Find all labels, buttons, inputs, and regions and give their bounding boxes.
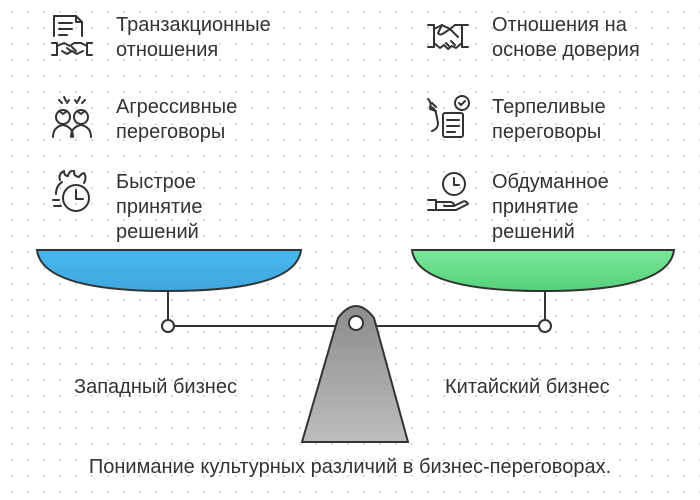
fast-clock-icon — [50, 170, 94, 214]
right-pivot — [538, 319, 552, 333]
right-pan — [410, 249, 676, 293]
left-item-label-2: Агрессивные переговоры — [116, 96, 238, 143]
angry-people-icon — [50, 95, 94, 139]
patient-checklist-icon — [426, 95, 470, 139]
right-item-3: Обдуманное принятие решений — [426, 170, 642, 245]
left-item-1: Транзакционные отношения — [50, 13, 286, 63]
contract-handshake-icon — [50, 13, 94, 57]
handshake-icon — [426, 13, 470, 57]
diagram-caption: Понимание культурных различий в бизнес-п… — [88, 456, 612, 478]
left-item-3: Быстрое принятие решений — [50, 170, 226, 245]
right-item-label-1: Отношения на основе доверия — [492, 14, 640, 61]
right-item-label-2: Терпеливые переговоры — [492, 96, 606, 143]
hand-clock-icon — [426, 170, 470, 214]
left-pan — [35, 249, 303, 293]
left-item-2: Агрессивные переговоры — [50, 95, 286, 145]
chinese-business-label: Китайский бизнес — [445, 376, 610, 398]
stand-pivot — [348, 315, 364, 331]
left-item-label-1: Транзакционные отношения — [116, 14, 271, 61]
right-item-2: Терпеливые переговоры — [426, 95, 662, 145]
right-item-1: Отношения на основе доверия — [426, 13, 677, 63]
left-item-label-3: Быстрое принятие решений — [116, 171, 203, 243]
western-business-label: Западный бизнес — [74, 376, 237, 398]
left-pivot — [161, 319, 175, 333]
right-item-label-3: Обдуманное принятие решений — [492, 171, 609, 243]
scale-stand — [300, 305, 410, 443]
